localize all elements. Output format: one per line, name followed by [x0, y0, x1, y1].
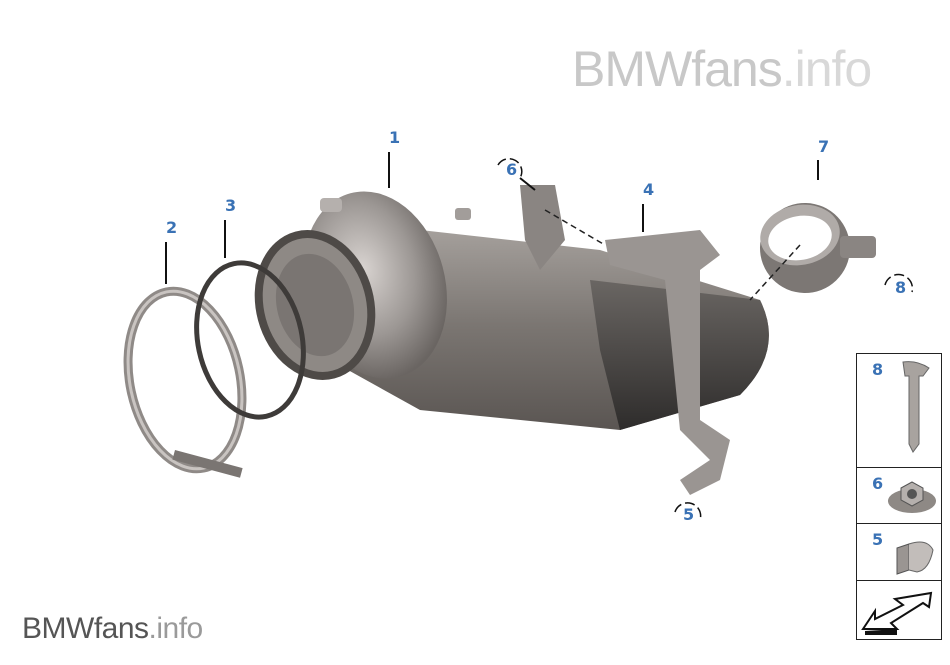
bracket[interactable]	[520, 185, 730, 495]
watermark-brand: BMWfans	[22, 612, 149, 645]
legend-item-navigation-arrow[interactable]	[857, 581, 941, 638]
callout-7[interactable]: 7	[818, 137, 830, 156]
watermark-suffix: .info	[148, 612, 204, 645]
callout-8[interactable]: 8	[895, 278, 907, 297]
watermark-top: BMWfans.info	[572, 40, 873, 98]
clip-nut-icon	[896, 541, 934, 575]
watermark-brand: BMWfans	[572, 41, 783, 97]
sealing-ring[interactable]	[183, 253, 317, 427]
catalytic-converter[interactable]	[243, 175, 769, 430]
watermark-bottom: BMWfans.info	[22, 612, 203, 646]
legend-item-clip-nut[interactable]: 5	[857, 524, 941, 581]
arrow-icon	[861, 591, 933, 635]
callout-6[interactable]: 6	[506, 160, 518, 179]
callout-5[interactable]: 5	[683, 505, 695, 524]
callout-1[interactable]: 1	[389, 128, 401, 147]
parts-legend: 8 6 5	[856, 353, 942, 640]
callout-3[interactable]: 3	[225, 196, 237, 215]
legend-number: 5	[872, 530, 884, 549]
hex-nut-icon	[888, 481, 936, 513]
callout-4[interactable]: 4	[643, 180, 655, 199]
v-band-clamp[interactable]	[112, 281, 257, 480]
watermark-suffix: .info	[781, 41, 873, 97]
bolt-icon	[902, 361, 930, 453]
pipe-clamp[interactable]	[753, 196, 876, 300]
legend-item-bolt[interactable]: 8	[857, 354, 941, 468]
legend-number: 8	[872, 360, 884, 379]
legend-number: 6	[872, 474, 884, 493]
legend-item-hex-nut[interactable]: 6	[857, 468, 941, 524]
callout-2[interactable]: 2	[166, 218, 178, 237]
